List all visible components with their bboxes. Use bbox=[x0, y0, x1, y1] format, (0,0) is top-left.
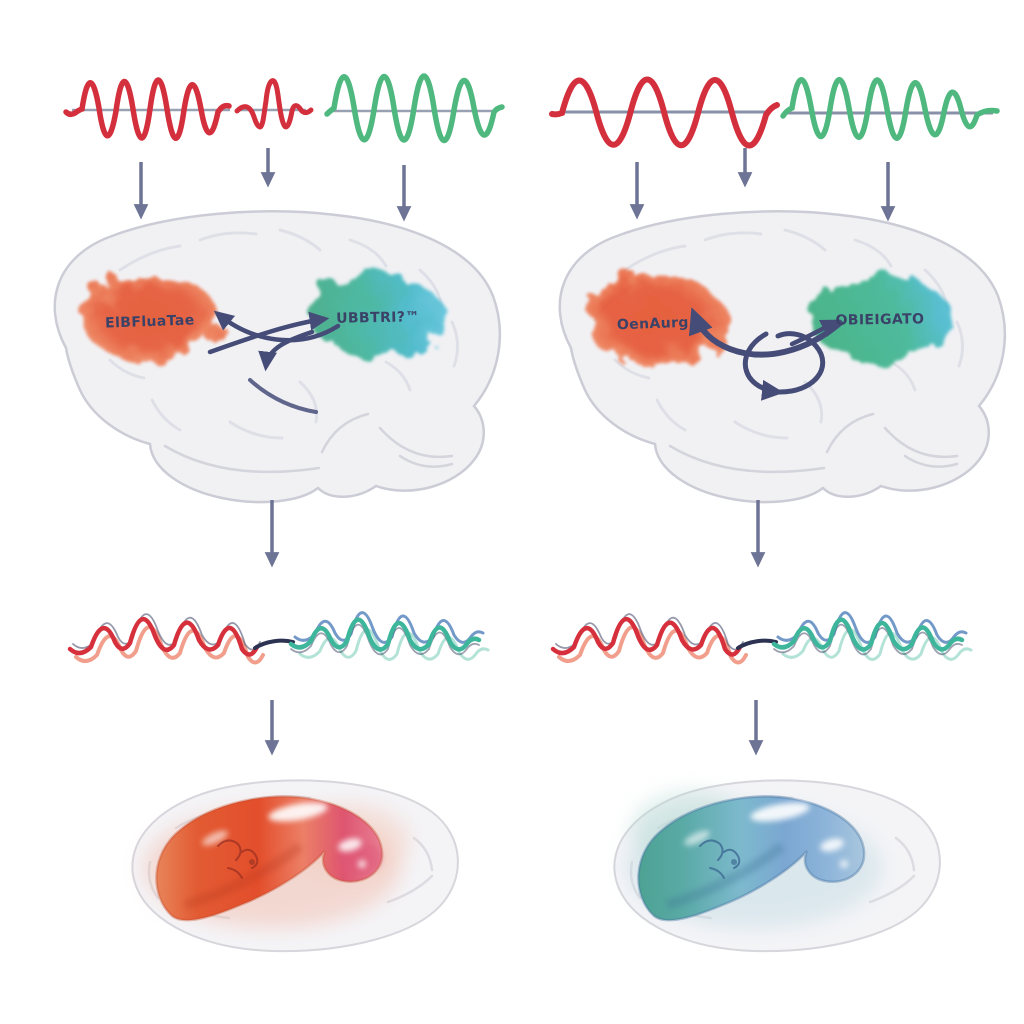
mixed-trace-left bbox=[70, 613, 488, 663]
internal-detail bbox=[217, 839, 259, 879]
arrow-down-curve bbox=[258, 329, 315, 372]
connectivity-arrows bbox=[688, 307, 843, 401]
inner-shade bbox=[183, 842, 304, 910]
arrow-to-teal bbox=[207, 311, 330, 355]
region-highlight-orange bbox=[585, 274, 725, 366]
inner-shade bbox=[665, 842, 786, 910]
trace-to-hippocampus-arrows bbox=[264, 700, 764, 756]
input-arrows bbox=[133, 148, 896, 222]
input-waveforms-left bbox=[63, 73, 505, 144]
connectivity-arrows bbox=[207, 310, 341, 414]
region-highlight-orange bbox=[82, 273, 218, 363]
arrow-loop-upper bbox=[775, 331, 826, 395]
mixed-trace-right bbox=[553, 613, 971, 663]
region-label-teal: OBIEIGATO bbox=[835, 311, 924, 329]
input-waveforms-right bbox=[549, 76, 1000, 149]
region-label-teal: UBBTRI?™ bbox=[336, 309, 420, 326]
brain-to-trace-arrows bbox=[264, 500, 766, 568]
red-oscillation-wave bbox=[63, 77, 232, 141]
gloss-highlights bbox=[202, 802, 366, 868]
internal-detail bbox=[699, 839, 741, 879]
gloss-highlights bbox=[684, 802, 848, 868]
red-wavelet-burst bbox=[234, 78, 314, 130]
arrow-into-green bbox=[789, 319, 841, 347]
left-brain: ElBFluaTae UBBTRI?™ bbox=[53, 209, 502, 504]
red-slow-oscillation-wave bbox=[549, 76, 780, 149]
arrow-teal-to-orange bbox=[213, 310, 341, 343]
hippocampus-slice-blue bbox=[613, 779, 941, 953]
green-fast-oscillation-wave bbox=[780, 77, 1000, 141]
green-oscillation-wave bbox=[324, 73, 505, 144]
arrow-tail bbox=[248, 378, 318, 414]
right-brain: OenAurg OBIEIGATO bbox=[558, 209, 1007, 504]
region-label-orange: ElBFluaTae bbox=[105, 312, 195, 331]
hippocampus-slice-red bbox=[131, 779, 459, 953]
arrow-loop-lower bbox=[742, 331, 784, 401]
region-highlight-teal bbox=[309, 276, 445, 356]
region-highlight-teal bbox=[808, 276, 952, 360]
region-label-orange: OenAurg bbox=[617, 315, 689, 333]
